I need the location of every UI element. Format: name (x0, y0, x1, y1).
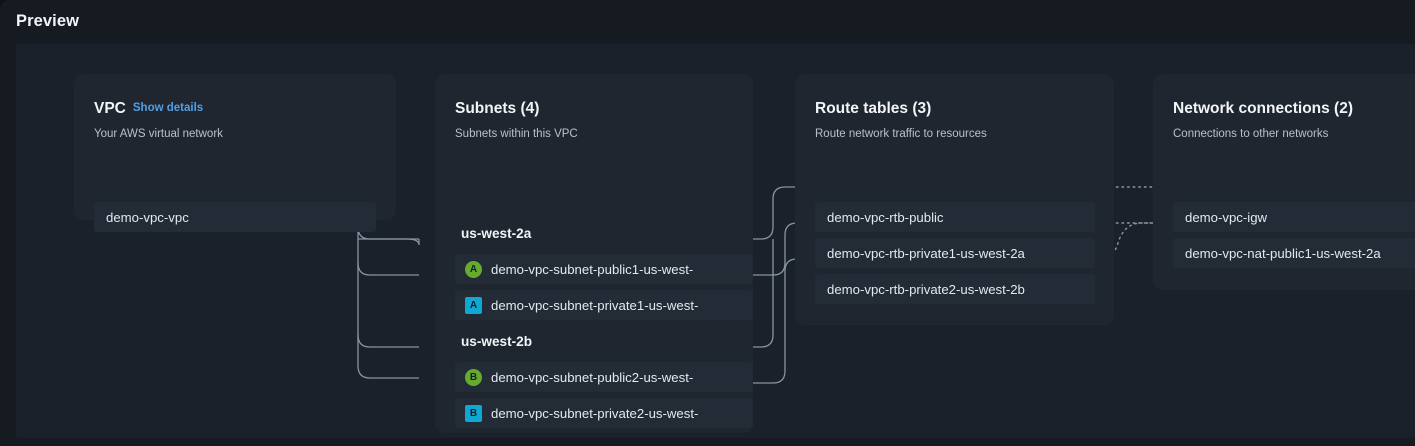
subnet-row-label: demo-vpc-subnet-private1-us-west- (491, 297, 699, 313)
availability-zone-badge-icon: A (465, 296, 482, 314)
panel-network-connections-title: Network connections (2) (1173, 100, 1353, 117)
connector-subnet3-to-rtb2 (753, 258, 798, 384)
network-connection-row-label: demo-vpc-nat-public1-us-west-2a (1185, 245, 1381, 261)
route-table-row[interactable]: demo-vpc-rtb-private2-us-west-2b (815, 274, 1095, 304)
panel-subnets-subtitle: Subnets within this VPC (455, 128, 578, 140)
availability-zone-badge-icon: B (465, 404, 482, 422)
panel-route-tables-title: Route tables (3) (815, 100, 932, 117)
route-table-row-label: demo-vpc-rtb-private1-us-west-2a (827, 245, 1025, 261)
vpc-row-label: demo-vpc-vpc (106, 209, 189, 225)
availability-zone-heading-a: us-west-2a (461, 226, 532, 241)
diagram-canvas: VPC Show details Your AWS virtual network… (16, 44, 1415, 438)
connector-vpc-to-subnet-1 (357, 262, 419, 276)
connector-vpc-to-subnet-0 (358, 238, 420, 246)
subnet-row-label: demo-vpc-subnet-public1-us-west- (491, 261, 694, 277)
subnet-row[interactable]: A demo-vpc-subnet-private1-us-west- (455, 290, 753, 320)
route-table-row[interactable]: demo-vpc-rtb-private1-us-west-2a (815, 238, 1095, 268)
availability-zone-badge-icon: A (465, 260, 482, 278)
show-details-link[interactable]: Show details (132, 102, 204, 114)
vpc-row[interactable]: demo-vpc-vpc (94, 202, 376, 232)
subnet-row-label: demo-vpc-subnet-private2-us-west- (491, 405, 699, 421)
connector-subnet0-to-rtb0 (753, 186, 795, 240)
page-title: Preview (16, 12, 80, 30)
connector-subnet1-to-rtb1 (753, 222, 798, 276)
availability-zone-heading-b: us-west-2b (461, 334, 533, 349)
subnet-row[interactable]: B demo-vpc-subnet-public2-us-west- (455, 362, 753, 392)
panel-vpc-title: VPC Show details (94, 100, 203, 118)
panel-network-connections: Network connections (2) Connections to o… (1153, 74, 1415, 290)
subnet-row-label: demo-vpc-subnet-public2-us-west- (491, 369, 694, 385)
connector-subnet2-to-rtb0 (753, 239, 774, 348)
network-connection-row[interactable]: demo-vpc-igw (1173, 202, 1415, 232)
panel-vpc: VPC Show details Your AWS virtual network… (74, 74, 396, 232)
subnet-row[interactable]: B demo-vpc-subnet-private2-us-west- (455, 398, 753, 428)
connector-vpc-to-subnet-2 (357, 334, 419, 348)
route-table-row-label: demo-vpc-rtb-public (827, 209, 944, 225)
panel-vpc-subtitle: Your AWS virtual network (94, 128, 223, 140)
subnet-row[interactable]: A demo-vpc-subnet-public1-us-west- (455, 254, 753, 284)
panel-subnets: Subnets (4) Subnets within this VPC us-w… (435, 74, 753, 433)
panel-route-tables-subtitle: Route network traffic to resources (815, 128, 987, 140)
panel-vpc-title-text: VPC (94, 100, 126, 117)
panel-route-tables: Route tables (3) Route network traffic t… (795, 74, 1114, 325)
panel-subnets-title: Subnets (4) (455, 100, 540, 117)
availability-zone-badge-icon: B (465, 368, 482, 386)
network-connection-row-label: demo-vpc-igw (1185, 209, 1268, 225)
route-table-row[interactable]: demo-vpc-rtb-public (815, 202, 1095, 232)
network-connection-row[interactable]: demo-vpc-nat-public1-us-west-2a (1173, 238, 1415, 268)
route-table-row-label: demo-vpc-rtb-private2-us-west-2b (827, 281, 1025, 297)
panel-network-connections-subtitle: Connections to other networks (1173, 128, 1329, 140)
